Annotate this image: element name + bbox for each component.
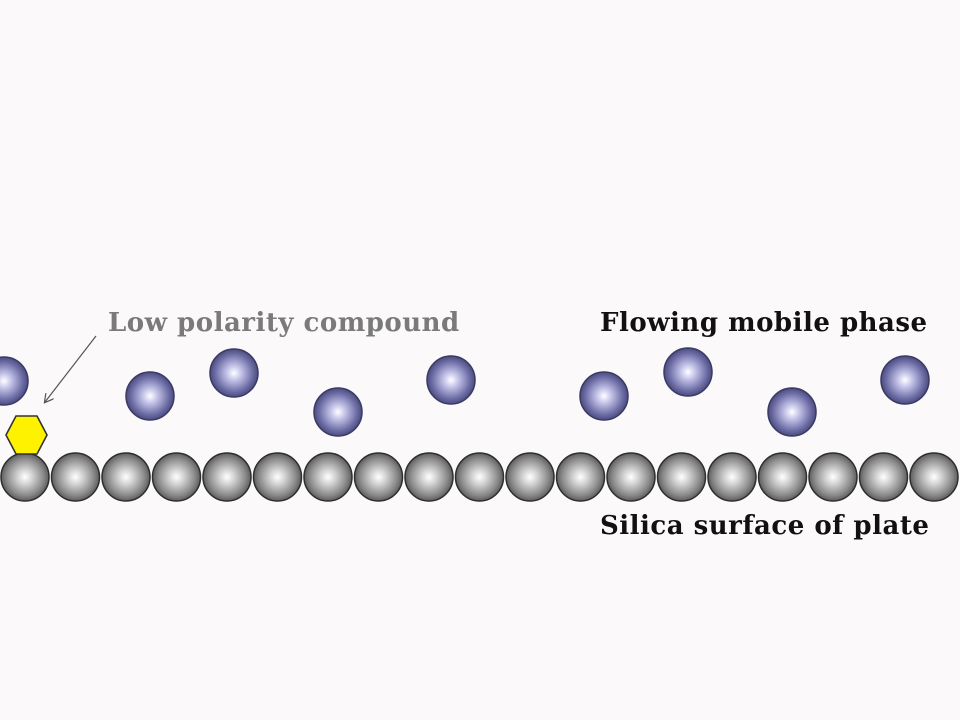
pointer-arrow-icon bbox=[45, 335, 97, 402]
low-polarity-compound-label: Low polarity compound bbox=[108, 308, 460, 338]
low-polarity-compound-hexagon-icon bbox=[5, 415, 48, 455]
flowing-mobile-phase-label: Flowing mobile phase bbox=[600, 308, 928, 338]
solvent-molecule-icon bbox=[313, 387, 363, 437]
silica-particle-icon bbox=[353, 452, 404, 502]
solvent-molecule-icon bbox=[663, 347, 713, 397]
solvent-molecule-icon bbox=[579, 371, 629, 421]
silica-particle-icon bbox=[505, 452, 555, 502]
silica-particle-icon bbox=[909, 452, 959, 502]
solvent-molecule-icon bbox=[209, 348, 259, 398]
silica-particle-icon bbox=[0, 452, 50, 502]
silica-particle-icon bbox=[757, 452, 808, 502]
solvent-molecule-icon bbox=[767, 387, 817, 437]
silica-particle-icon bbox=[606, 452, 656, 502]
silica-particle-icon bbox=[656, 452, 707, 502]
solvent-molecule-icon bbox=[426, 355, 476, 405]
silica-particle-icon bbox=[252, 452, 303, 502]
solvent-molecule-icon bbox=[880, 355, 930, 405]
silica-particle-icon bbox=[858, 452, 909, 502]
silica-particle-icon bbox=[454, 452, 505, 502]
silica-particle-icon bbox=[404, 452, 454, 502]
silica-surface bbox=[0, 452, 959, 502]
mobile-phase bbox=[0, 347, 930, 437]
solvent-molecule-icon bbox=[125, 371, 175, 421]
silica-particle-icon bbox=[555, 452, 606, 502]
silica-particle-icon bbox=[707, 452, 757, 502]
silica-particle-icon bbox=[50, 452, 101, 502]
silica-particle-icon bbox=[151, 452, 202, 502]
solvent-molecule-icon bbox=[0, 356, 29, 406]
silica-surface-label: Silica surface of plate bbox=[600, 511, 930, 541]
silica-particle-icon bbox=[202, 452, 252, 502]
silica-particle-icon bbox=[808, 452, 858, 502]
silica-particle-icon bbox=[303, 452, 353, 502]
silica-particle-icon bbox=[101, 452, 151, 502]
